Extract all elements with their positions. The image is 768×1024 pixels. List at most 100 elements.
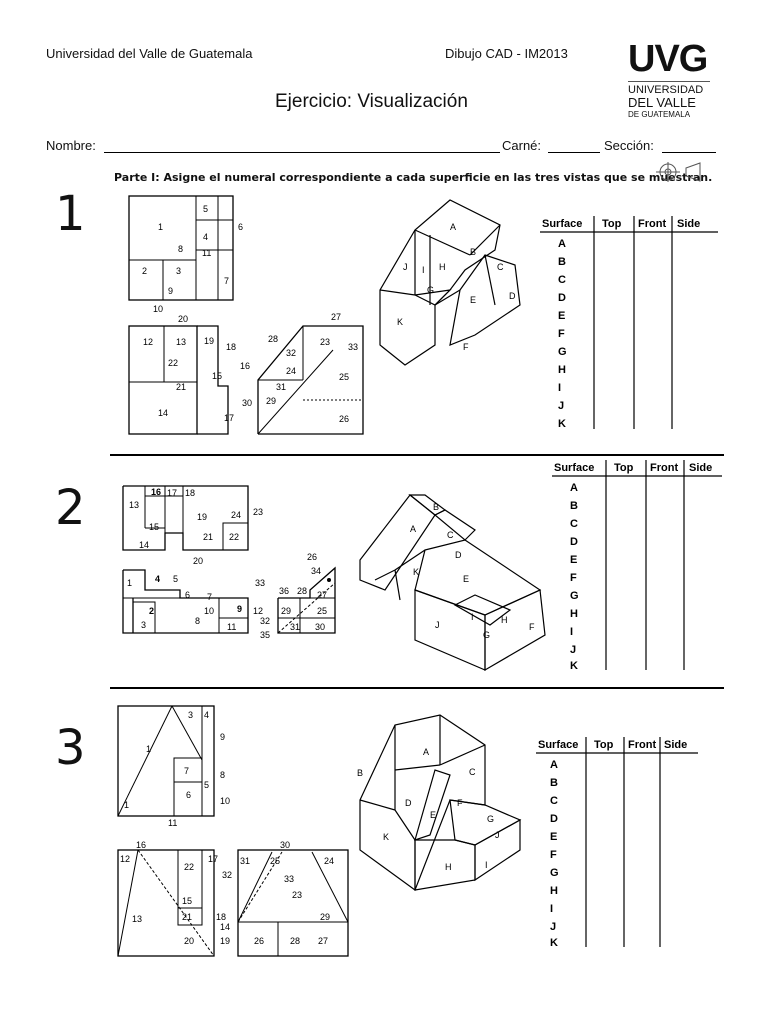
ex1-side-label: 26 — [339, 414, 349, 424]
exercise-1-isometric: A B C D E F G H I J K — [379, 199, 521, 366]
ex3-front-label: 18 — [216, 912, 226, 922]
nombre-field[interactable] — [104, 152, 500, 153]
ex1-side-label: 33 — [348, 342, 358, 352]
ex1-front-label: 12 — [143, 337, 153, 347]
ex1-top-label: 2 — [142, 266, 147, 276]
table-header-front: Front — [628, 739, 656, 751]
table-row-label: B — [558, 256, 566, 268]
ex3-iso-label: F — [457, 798, 463, 808]
ex3-top-label: 4 — [204, 710, 209, 720]
ex2-front-label: 1 — [127, 578, 132, 588]
logo-line-3: DE GUATEMALA — [628, 110, 691, 119]
ex2-iso-label: E — [463, 574, 469, 584]
ex1-iso-label: J — [403, 262, 408, 272]
logo-line-2: DEL VALLE — [628, 95, 696, 110]
table-row-label: H — [558, 364, 566, 376]
ex2-front-label: 3 — [141, 620, 146, 630]
ex1-side-label: 29 — [266, 396, 276, 406]
ex3-top-label: 10 — [220, 796, 230, 806]
table-header-side: Side — [664, 739, 687, 751]
ex2-front-label: 8 — [195, 616, 200, 626]
table-row-label: C — [558, 274, 566, 286]
ex1-iso-label: D — [509, 291, 516, 301]
instruction-text: Parte I: Asigne el numeral correspondien… — [114, 171, 713, 184]
ex2-iso-label: F — [529, 622, 535, 632]
course-name: Dibujo CAD - IM2013 — [445, 46, 568, 61]
ex2-front-label: 7 — [207, 592, 212, 602]
ex2-top-label: 13 — [129, 500, 139, 510]
table-row-label: J — [570, 644, 576, 656]
table-row-label: J — [550, 921, 556, 933]
ex1-top-label: 10 — [153, 304, 163, 314]
ex1-front-label: 21 — [176, 382, 186, 392]
exercise-2-surface-table: Surface Top Front Side A B C D E F G H I… — [552, 460, 722, 672]
ex1-iso-label: C — [497, 262, 504, 272]
ex3-front-label: 20 — [184, 936, 194, 946]
ex1-top-label: 1 — [158, 222, 163, 232]
ex1-iso-label: G — [427, 285, 434, 295]
ex2-iso-label: B — [433, 502, 439, 512]
ex1-iso-label: B — [470, 247, 476, 257]
table-row-label: I — [570, 626, 573, 638]
table-header-surface: Surface — [542, 218, 582, 230]
ex1-side-label: 32 — [286, 348, 296, 358]
table-row-label: B — [570, 500, 578, 512]
logo-line-1: UNIVERSIDAD — [628, 84, 704, 96]
ex3-front-label: 21 — [182, 912, 192, 922]
table-row-label: G — [558, 346, 567, 358]
table-row-label: E — [558, 310, 565, 322]
ex2-top-label: 15 — [149, 522, 159, 532]
exercise-number-3: 3 — [55, 720, 86, 776]
ex3-side-view: 23 24 25 26 27 28 29 30 31 32 33 — [222, 840, 349, 957]
table-header-top: Top — [594, 739, 614, 751]
table-header-surface: Surface — [554, 462, 594, 474]
exercise-number-1: 1 — [55, 186, 86, 242]
ex2-side-label: 33 — [255, 578, 265, 588]
ex2-front-label: 9 — [237, 604, 242, 614]
ex2-side-label: 28 — [297, 586, 307, 596]
ex1-front-label: 20 — [178, 314, 188, 324]
ex2-side-label: 31 — [290, 622, 300, 632]
uvg-logo: UVG UNIVERSIDAD DEL VALLE DE GUATEMALA — [622, 40, 718, 121]
ex3-side-label: 26 — [254, 936, 264, 946]
ex1-front-label: 17 — [224, 413, 234, 423]
carne-field[interactable] — [548, 152, 600, 153]
exercise-number-2: 2 — [55, 480, 86, 536]
ex1-side-label: 25 — [339, 372, 349, 382]
ex3-side-label: 31 — [240, 856, 250, 866]
ex1-front-label: 13 — [176, 337, 186, 347]
ex2-side-label: 32 — [260, 616, 270, 626]
table-header-top: Top — [614, 462, 634, 474]
ex2-top-label: 21 — [203, 532, 213, 542]
ex3-front-label: 19 — [220, 936, 230, 946]
ex3-side-label: 33 — [284, 874, 294, 884]
ex2-iso-label: A — [410, 524, 416, 534]
table-row-label: K — [570, 660, 578, 672]
table-row-label: B — [550, 777, 558, 789]
ex1-side-label: 23 — [320, 337, 330, 347]
ex2-iso-label: J — [435, 620, 440, 630]
ex2-top-label: 24 — [231, 510, 241, 520]
ex2-side-label: 34 — [311, 566, 321, 576]
ex1-top-label: 5 — [203, 204, 208, 214]
seccion-field[interactable] — [662, 152, 716, 153]
ex2-iso-label: H — [501, 615, 508, 625]
ex2-top-label: 17 — [167, 488, 177, 498]
table-row-label: D — [558, 292, 566, 304]
ex3-side-label: 30 — [280, 840, 290, 850]
ex2-top-label: 14 — [139, 540, 149, 550]
ex1-iso-label: E — [470, 295, 476, 305]
ex2-side-label: 35 — [260, 630, 270, 640]
ex2-iso-label: K — [413, 567, 419, 577]
ex3-top-label: 8 — [220, 770, 225, 780]
ex2-front-label: 12 — [253, 606, 263, 616]
ex3-top-label: 6 — [186, 790, 191, 800]
exercise-1-surface-table: Surface Top Front Side A B C D E F G H I… — [540, 216, 718, 430]
table-row-label: A — [550, 759, 558, 771]
ex1-side-label: 28 — [268, 334, 278, 344]
ex2-top-label: 18 — [185, 488, 195, 498]
university-name: Universidad del Valle de Guatemala — [46, 46, 253, 61]
ex3-top-label: 5 — [204, 780, 209, 790]
ex2-top-label: 19 — [197, 512, 207, 522]
ex1-top-label: 11 — [202, 248, 211, 258]
